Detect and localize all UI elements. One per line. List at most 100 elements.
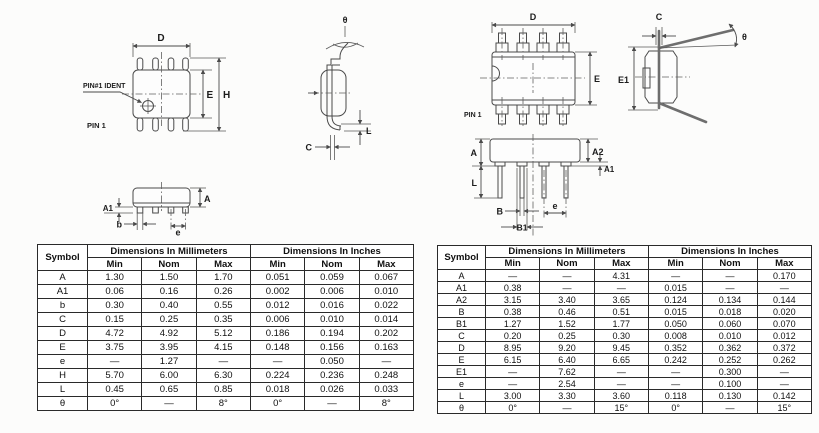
value-cell: 4.92 (141, 326, 197, 341)
dip-legs (494, 161, 572, 199)
value-cell: 6.00 (141, 368, 197, 383)
value-cell: 4.15 (195, 340, 251, 355)
dim-label-c: C (656, 12, 663, 22)
value-cell: 0.051 (249, 270, 306, 285)
value-cell: 0.134 (702, 293, 758, 306)
body-edge-detail (642, 67, 651, 89)
pin1-label: PIN 1 (464, 112, 482, 119)
symbol-cell: e (37, 354, 88, 369)
inch-group-header: Dimensions In Inches (249, 244, 415, 258)
dim-label-e1: E1 (618, 75, 629, 85)
table-header: Symbol Dimensions In Millimeters Dimensi… (37, 244, 415, 271)
dimension-A2: A2 (580, 138, 608, 163)
value-cell: 0.65 (141, 382, 197, 397)
dimension-D: D (132, 33, 191, 57)
symbol-cell: H (37, 368, 88, 383)
value-cell: 0.40 (141, 298, 197, 313)
value-cell: 4.72 (86, 326, 143, 341)
value-cell: 0.050 (304, 354, 360, 369)
dimension-B: B (497, 198, 539, 217)
value-cell: 0.118 (647, 389, 704, 402)
dim-label-d: D (157, 33, 164, 44)
symbol-cell: A2 (437, 293, 486, 306)
value-cell: 8.95 (484, 341, 541, 354)
value-cell: 0.067 (358, 270, 415, 285)
symbol-cell: C (37, 312, 88, 327)
dimension-L: L (341, 110, 372, 145)
value-cell: 15° (756, 401, 813, 414)
pin1-ident-circle (140, 98, 156, 114)
value-cell: 0.170 (756, 269, 813, 282)
value-cell: 0.018 (249, 382, 306, 397)
symbol-cell: θ (437, 401, 486, 414)
dim-label-e: e (175, 228, 180, 238)
value-cell: 0.033 (358, 382, 415, 397)
dim-label-l: L (366, 126, 372, 136)
pin1-ident-label: PIN#1 IDENT (83, 83, 126, 90)
dimension-row: E1—7.62——0.300— (437, 365, 813, 378)
dip-body-front (489, 138, 581, 163)
dimension-row: A——4.31——0.170 (437, 269, 813, 282)
symbol-cell: D (437, 341, 486, 354)
value-cell: 0.186 (249, 326, 306, 341)
lead-profile (326, 42, 349, 131)
dip-dimensions-table: Symbol Dimensions In Millimeters Dimensi… (437, 245, 813, 414)
dip-pins (495, 28, 570, 126)
value-cell: 0.059 (304, 270, 360, 285)
value-cell: 1.27 (484, 317, 541, 330)
value-cell: 4.31 (593, 269, 649, 282)
symbol-cell: E1 (437, 365, 486, 378)
dimension-e: e (170, 209, 186, 238)
value-cell: — (593, 365, 649, 378)
value-cell: 3.15 (484, 293, 541, 306)
value-cell: 3.60 (593, 389, 649, 402)
value-cell: — (484, 269, 541, 282)
dimension-A: A (471, 138, 498, 167)
symbol-cell: B1 (437, 317, 486, 330)
value-cell: — (702, 269, 758, 282)
dimension-A1: A1 (570, 152, 615, 176)
dim-label-c: C (306, 143, 313, 153)
value-cell: 0.38 (484, 305, 541, 318)
nom-header: Nom (702, 257, 758, 270)
soic-pins (136, 57, 189, 132)
symbol-cell: E (437, 353, 486, 366)
dim-label-l: L (472, 178, 478, 188)
value-cell: 6.15 (484, 353, 541, 366)
soic-front-body (132, 182, 191, 214)
value-cell: — (702, 281, 758, 294)
value-cell: 5.12 (195, 326, 251, 341)
soic-dimensions-table: Symbol Dimensions In Millimeters Dimensi… (37, 244, 415, 411)
value-cell: — (756, 365, 813, 378)
value-cell: 9.45 (593, 341, 649, 354)
value-cell: 0.163 (358, 340, 415, 355)
value-cell: 0.06 (86, 284, 143, 299)
min-header: Min (249, 257, 306, 271)
value-cell: 0.300 (702, 365, 758, 378)
pin-centerlines (501, 28, 564, 126)
value-cell: 3.95 (141, 340, 197, 355)
dimension-E: E (190, 69, 214, 119)
value-cell: 6.30 (195, 368, 251, 383)
value-cell: 0.060 (702, 317, 758, 330)
value-cell: 8° (358, 396, 415, 411)
value-cell: 0.362 (702, 341, 758, 354)
value-cell: — (647, 269, 704, 282)
value-cell: 0.100 (702, 377, 758, 390)
value-cell: 0.156 (304, 340, 360, 355)
value-cell: 15° (593, 401, 649, 414)
value-cell: — (593, 377, 649, 390)
dimension-theta: θ (325, 15, 365, 50)
value-cell: 0.46 (539, 305, 595, 318)
symbol-cell: L (37, 382, 88, 397)
dimension-A1: A1 (103, 198, 133, 222)
